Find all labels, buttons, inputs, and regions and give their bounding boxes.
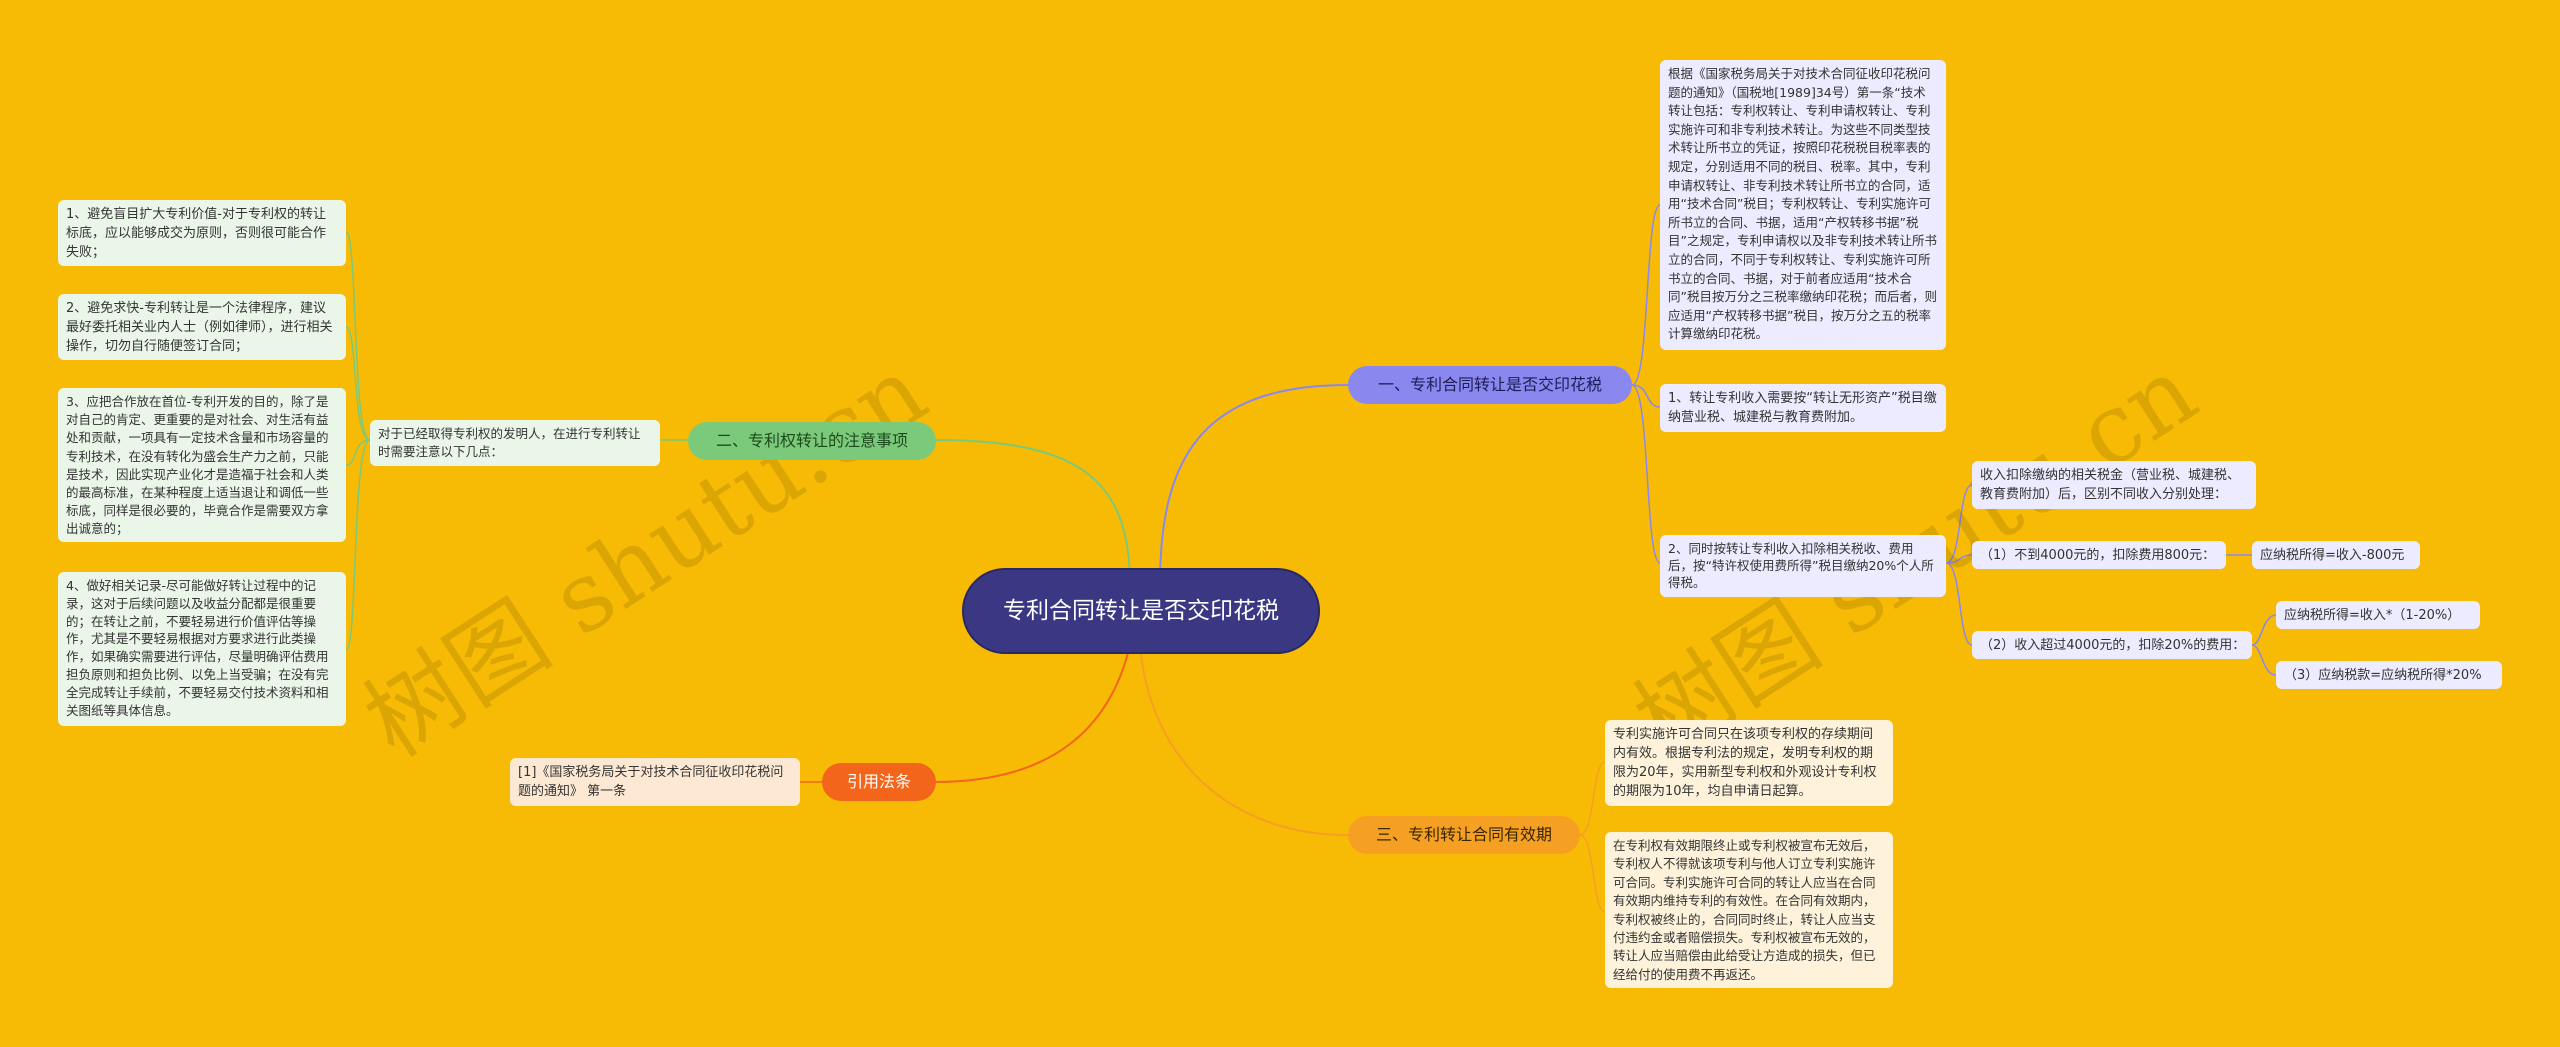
leaf-tip-legal[interactable]: 2、避免求快-专利转让是一个法律程序，建议最好委托相关业内人士（例如律师），进行… — [58, 294, 346, 360]
leaf-formula-over-4000[interactable]: 应纳税所得=收入*（1-20%） — [2276, 601, 2480, 629]
branch-references-label: 引用法条 — [846, 772, 911, 791]
leaf-income-deduction-note[interactable]: 收入扣除缴纳的相关税金（营业税、城建税、教育费附加）后，区别不同收入分别处理： — [1972, 461, 2256, 509]
link-root-b4 — [934, 644, 1131, 783]
link-item2-case2 — [1945, 562, 1973, 646]
branch-transfer-notes[interactable]: 二、专利权转让的注意事项 — [688, 422, 936, 460]
branch-references[interactable]: 引用法条 — [822, 763, 936, 801]
leaf-tip-value[interactable]: 1、避免盲目扩大专利价值-对于专利权的转让标底，应以能够成交为原则，否则很可能合… — [58, 200, 346, 266]
leaf-tip-cooperation[interactable]: 3、应把合作放在首位-专利开发的目的，除了是对自己的肯定、更重要的是对社会、对生… — [58, 388, 346, 542]
branch-stamp-tax-label: 一、专利合同转让是否交印花税 — [1377, 375, 1602, 394]
link-case2-formula — [2251, 614, 2277, 646]
branch-validity[interactable]: 三、专利转让合同有效期 — [1348, 816, 1580, 854]
link-root-b3 — [1139, 644, 1349, 836]
leaf-transfer-intro[interactable]: 对于已经取得专利权的发明人，在进行专利转让时需要注意以下几点： — [370, 420, 660, 466]
branch-stamp-tax[interactable]: 一、专利合同转让是否交印花税 — [1348, 366, 1632, 404]
root-topic[interactable]: 专利合同转让是否交印花税 — [962, 568, 1320, 654]
branch-validity-label: 三、专利转让合同有效期 — [1375, 825, 1552, 844]
link-b1-item1 — [1631, 384, 1661, 408]
root-title: 专利合同转让是否交印花税 — [1003, 598, 1279, 624]
link-case2-tax — [2251, 644, 2277, 676]
link-item2-case1 — [1945, 554, 1973, 564]
leaf-case-over-4000[interactable]: （2）收入超过4000元的，扣除20%的费用： — [1972, 631, 2252, 659]
link-root-b2 — [934, 439, 1131, 586]
leaf-income-tax[interactable]: 2、同时按转让专利收入扣除相关税收、费用后，按“特许权使用费所得”税目缴纳20%… — [1660, 535, 1946, 597]
leaf-business-tax[interactable]: 1、转让专利收入需要按“转让无形资产”税目缴纳营业税、城建税与教育费附加。 — [1660, 384, 1946, 432]
leaf-case-under-4000[interactable]: （1）不到4000元的，扣除费用800元： — [1972, 541, 2226, 569]
leaf-patent-invalid[interactable]: 在专利权有效期限终止或专利权被宣布无效后，专利权人不得就该项专利与他人订立专利实… — [1605, 832, 1893, 988]
branch-transfer-notes-label: 二、专利权转让的注意事项 — [715, 431, 908, 450]
link-root-b1 — [1159, 384, 1349, 586]
leaf-tax-amount-formula[interactable]: （3）应纳税款=应纳税所得*20% — [2276, 661, 2502, 689]
leaf-law-reference[interactable]: [1]《国家税务局关于对技术合同征收印花税问题的通知》 第一条 — [510, 758, 800, 806]
link-b1-item2 — [1631, 384, 1661, 564]
leaf-tax-law-text[interactable]: 根据《国家税务局关于对技术合同征收印花税问题的通知》（国税地[1989]34号）… — [1660, 60, 1946, 350]
link-b3-p2 — [1579, 834, 1606, 913]
link-b1-law — [1631, 204, 1661, 386]
link-intro-tip3 — [345, 439, 371, 466]
leaf-license-period[interactable]: 专利实施许可合同只在该项专利权的存续期间内有效。根据专利法的规定，发明专利权的期… — [1605, 720, 1893, 806]
link-b3-p1 — [1579, 761, 1606, 836]
link-intro-tip2 — [345, 326, 371, 441]
link-intro-tip1 — [345, 231, 371, 441]
leaf-formula-under-4000[interactable]: 应纳税所得=收入-800元 — [2252, 541, 2420, 569]
link-item2-note — [1945, 484, 1973, 564]
link-intro-tip4 — [345, 439, 371, 651]
leaf-tip-records[interactable]: 4、做好相关记录-尽可能做好转让过程中的记录，这对于后续问题以及收益分配都是很重… — [58, 572, 346, 726]
